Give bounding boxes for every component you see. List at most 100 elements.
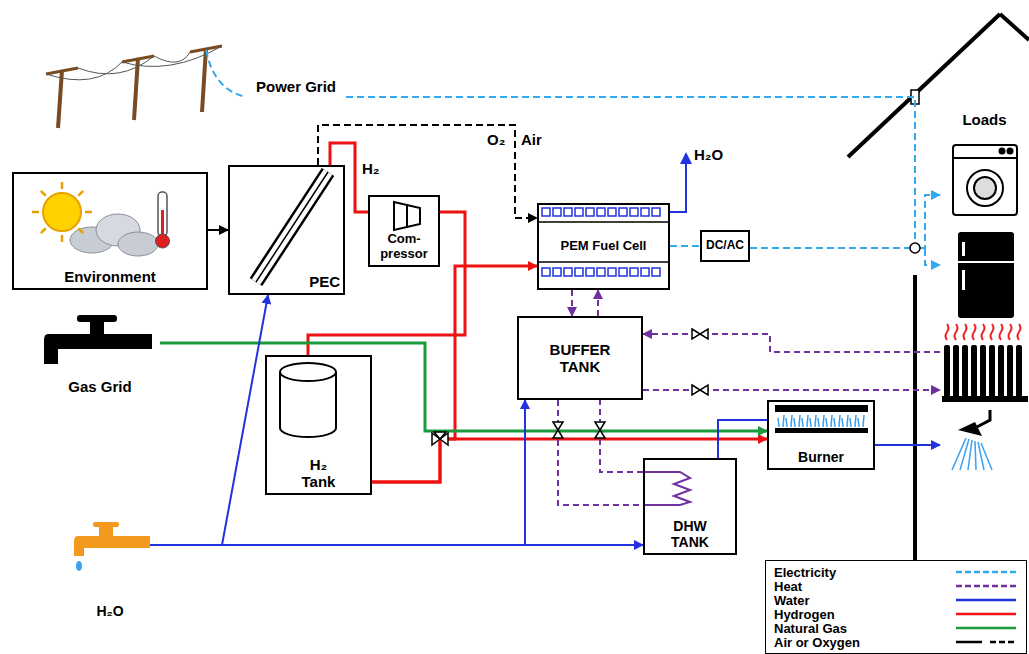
node-label: H₂O xyxy=(96,603,123,619)
node-label: Power Grid xyxy=(256,78,336,95)
burner-plates xyxy=(858,418,859,427)
compressor-symbol xyxy=(394,202,420,230)
water-source: H₂O xyxy=(70,520,150,622)
burner-plates xyxy=(815,415,816,427)
legend-row: Hydrogen xyxy=(774,607,1018,621)
pec-tube xyxy=(256,172,328,282)
stream-label: Air xyxy=(521,131,542,148)
burner-plates xyxy=(834,418,835,427)
burner-plates xyxy=(775,405,868,412)
weather-icon xyxy=(43,193,81,231)
radiator xyxy=(989,345,995,399)
burner-plates xyxy=(791,415,792,427)
radiator xyxy=(1000,324,1003,340)
fuel-cell-box: PEM Fuel Cell xyxy=(537,203,670,290)
flow-connector xyxy=(346,97,940,248)
fuel-cell-membrane xyxy=(586,208,594,216)
flow-connector xyxy=(571,290,573,316)
fuel-cell-membrane xyxy=(597,268,605,276)
power-poles xyxy=(202,48,206,112)
legend-sample xyxy=(990,641,1016,644)
water-tap xyxy=(99,526,113,536)
flow-connector xyxy=(150,544,643,546)
radiator xyxy=(973,324,976,340)
fuel-cell-membrane xyxy=(641,268,649,276)
water-tap xyxy=(74,522,150,571)
flow-connector xyxy=(372,266,537,482)
legend-sample xyxy=(954,609,1018,619)
legend-sample xyxy=(956,599,1016,602)
flow-connector xyxy=(597,290,599,316)
legend-row: Natural Gas xyxy=(774,621,1018,635)
flow-connector xyxy=(875,444,940,446)
fuel-cell-membrane xyxy=(553,208,561,216)
fuel-cell-membrane xyxy=(538,261,669,263)
flow-connector xyxy=(308,212,465,355)
dhw-coil xyxy=(643,472,690,505)
fuel-cell-membrane xyxy=(652,208,660,216)
washing-machine xyxy=(974,177,996,199)
radiator xyxy=(1009,324,1012,340)
legend-sample xyxy=(954,595,1018,605)
radiator xyxy=(980,345,986,399)
burner-plates xyxy=(810,418,811,427)
node-label: Com- pressor xyxy=(376,232,432,262)
burner-plates xyxy=(807,415,808,427)
water-tap xyxy=(93,522,119,527)
shower xyxy=(952,410,992,470)
refrigerator xyxy=(958,261,1014,263)
weather-icon xyxy=(61,182,64,189)
burner-plates xyxy=(794,418,795,427)
fuel-cell-membrane xyxy=(538,221,669,223)
legend-text: Natural Gas xyxy=(774,621,847,636)
fuel-cell-membrane xyxy=(553,268,561,276)
house-outline xyxy=(1000,14,1029,40)
tank-cylinder xyxy=(280,363,336,437)
flow-connector xyxy=(150,295,268,545)
water-tap xyxy=(76,561,82,571)
fuel-cell-membrane xyxy=(542,268,550,276)
legend-box: ElectricityHeatWaterHydrogenNatural GasA… xyxy=(765,560,1027,654)
legend-row: Heat xyxy=(774,579,1018,593)
shower xyxy=(968,440,972,470)
node-label: Gas Grid xyxy=(68,378,131,395)
pec-box: PEC xyxy=(228,165,345,295)
burner-plates xyxy=(823,415,824,427)
fuel-cell-membrane xyxy=(575,208,583,216)
weather-icon xyxy=(41,228,46,233)
flow-connector xyxy=(150,400,525,545)
legend-text: Air or Oxygen xyxy=(774,635,860,650)
flow-connector xyxy=(330,143,368,212)
legend-row: Air or Oxygen xyxy=(774,635,1018,649)
legend-sample xyxy=(954,623,1018,633)
burner-plates xyxy=(799,415,800,427)
washing-machine xyxy=(953,145,1017,215)
legend-row: Electricity xyxy=(774,565,1018,579)
fuel-cell-membrane xyxy=(575,268,583,276)
fuel-cell-membrane xyxy=(586,268,594,276)
water-tap xyxy=(88,536,150,548)
weather-icon xyxy=(41,191,46,196)
refrigerator xyxy=(958,232,1014,318)
burner-plates xyxy=(855,415,856,427)
radiator xyxy=(1016,345,1022,399)
weather-icon xyxy=(118,232,158,256)
legend-sample xyxy=(954,567,1018,577)
valve xyxy=(595,422,605,438)
legend-sample xyxy=(956,613,1016,616)
flow-connector xyxy=(643,334,940,352)
junction xyxy=(910,243,920,253)
burner-plates xyxy=(786,418,787,427)
power-poles xyxy=(122,56,154,62)
burner-plates xyxy=(826,418,827,427)
fuel-cell-membrane xyxy=(538,208,669,276)
fuel-cell-membrane xyxy=(652,268,660,276)
valve xyxy=(553,422,563,438)
flow-label: O₂ xyxy=(485,131,507,148)
node-label: DHW TANK xyxy=(665,518,715,550)
legend-row: Water xyxy=(774,593,1018,607)
legend-text: Water xyxy=(774,593,810,608)
